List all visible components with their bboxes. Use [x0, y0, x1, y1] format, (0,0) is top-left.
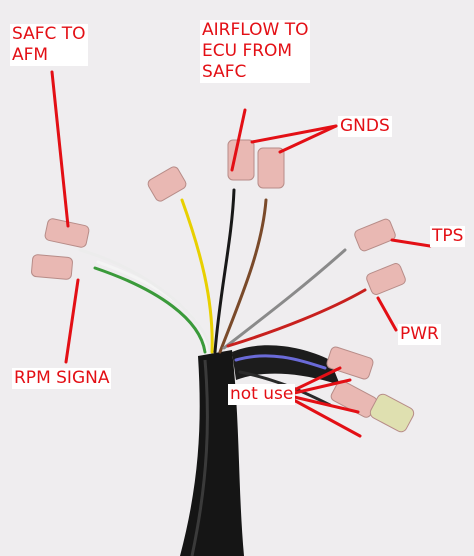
pointer-rpm: [64, 278, 80, 364]
pointer-gnd-1: [250, 124, 338, 144]
connector-gnd-2: [257, 147, 285, 189]
pointer-gnd-2: [278, 124, 338, 154]
pointer-unused-2: [288, 378, 352, 396]
pointer-airflow: [230, 108, 247, 172]
wire-green: [93, 266, 207, 354]
label-rpm-signal: RPM SIGNA: [12, 368, 112, 389]
connector-unused-1: [326, 346, 374, 380]
wire-black: [213, 188, 236, 354]
wire-gray: [222, 248, 347, 350]
connector-tps: [354, 218, 396, 252]
pointer-tps: [390, 238, 432, 248]
pointer-safc-afm: [50, 70, 70, 228]
label-airflow: AIRFLOW TO ECU FROM SAFC: [200, 20, 311, 83]
pointer-unused-1: [288, 366, 342, 394]
connector-pwr: [366, 263, 406, 295]
wire-yellow: [180, 198, 214, 354]
pointer-unused-4: [288, 396, 362, 438]
connector-airflow: [147, 166, 187, 202]
wire-blue: [234, 354, 327, 370]
label-safc-to-afm: SAFC TO AFM: [10, 24, 88, 66]
connector-unused-3: [369, 393, 415, 433]
wire-brown: [218, 198, 268, 354]
connector-group: [31, 139, 415, 433]
label-not-used: not use: [228, 384, 296, 405]
annotation-lines: [50, 70, 432, 438]
pointer-pwr: [376, 296, 398, 332]
wire-white-2: [78, 248, 212, 354]
label-tps: TPS: [430, 226, 466, 247]
wire-red: [226, 288, 367, 348]
connector-gnd-1: [227, 139, 255, 181]
connector-safc-afm: [44, 218, 90, 248]
wire-group: [78, 188, 367, 407]
label-pwr: PWR: [398, 324, 441, 345]
jacket-highlight: [190, 359, 209, 556]
connector-rpm: [31, 254, 73, 280]
label-gnds: GNDS: [338, 116, 392, 137]
pointer-unused-3: [288, 394, 360, 414]
